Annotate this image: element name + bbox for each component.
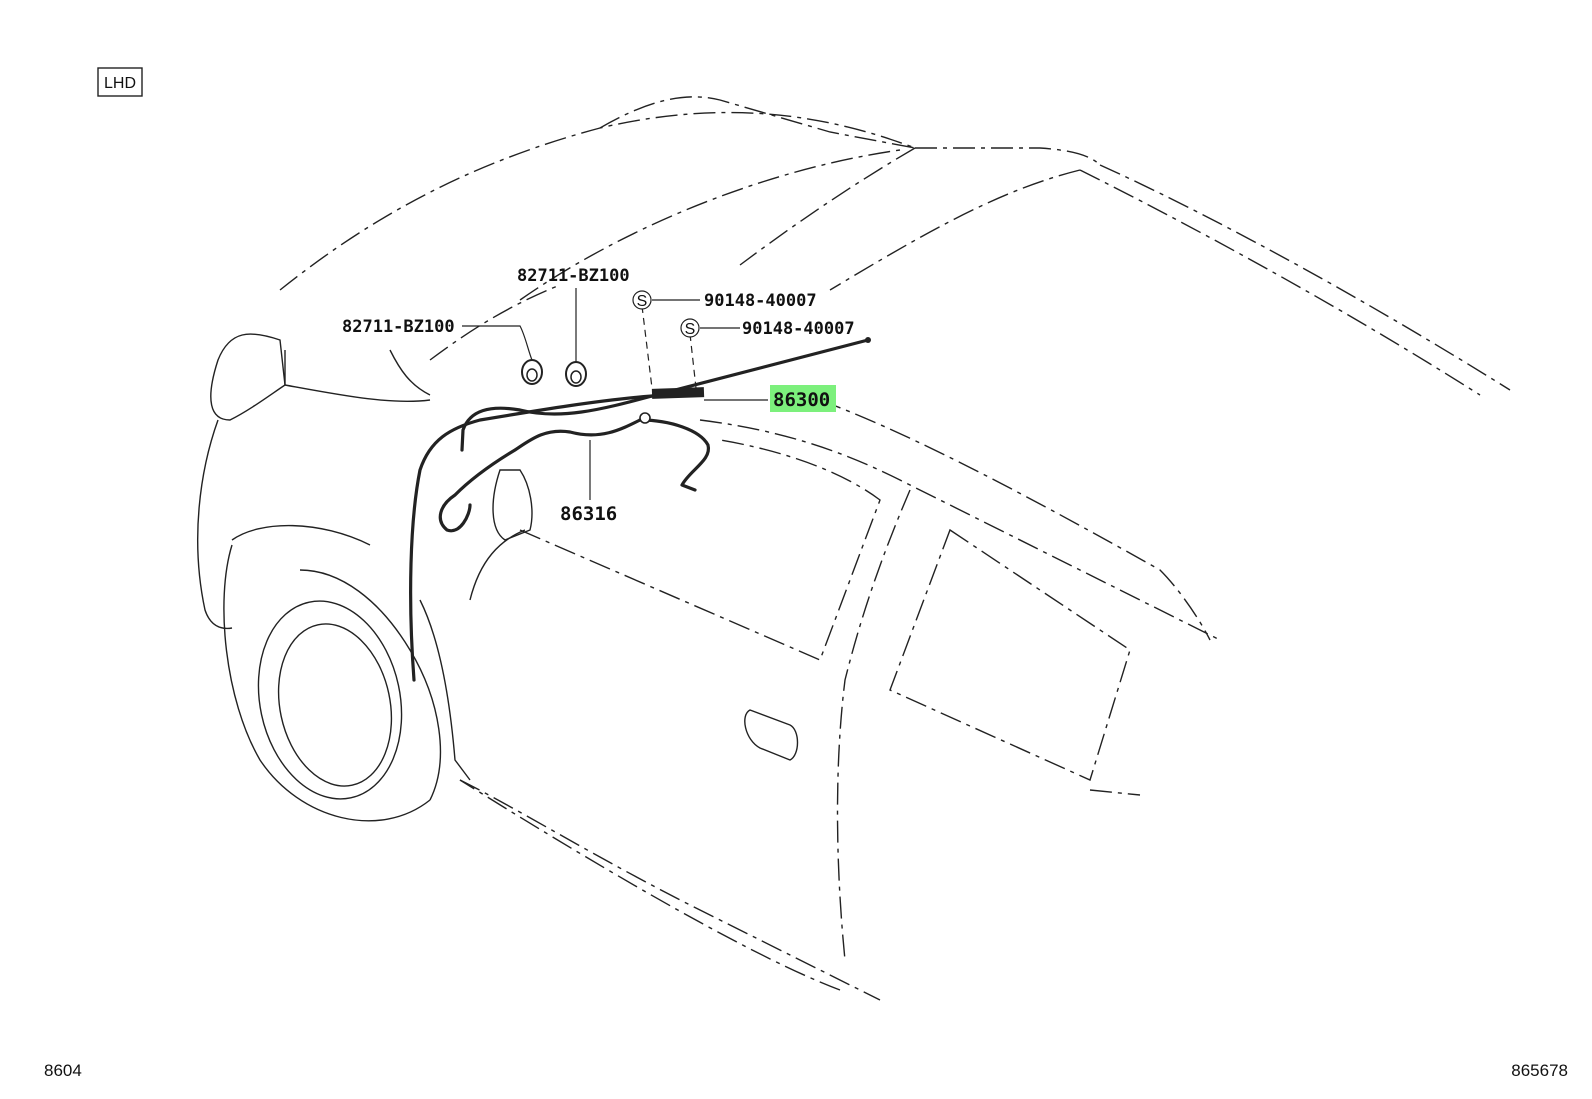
car-body-outline (279, 96, 1511, 1001)
part-label-86316[interactable]: 86316 (560, 503, 617, 525)
clip-82711-left (521, 359, 543, 385)
part-label-90148-lower[interactable]: 90148-40007 (742, 319, 855, 339)
lhd-tag: LHD (97, 67, 143, 97)
s-symbol-1: S (632, 290, 652, 310)
cord-86316 (438, 412, 710, 533)
leader-lines (462, 288, 768, 500)
part-label-82711-right[interactable]: 82711-BZ100 (517, 266, 630, 286)
footer-left-code: 8604 (44, 1061, 82, 1080)
part-label-90148-upper[interactable]: 90148-40007 (704, 291, 817, 311)
clip-82711-right (565, 361, 587, 387)
lhd-text: LHD (104, 75, 136, 92)
part-label-82711-left[interactable]: 82711-BZ100 (342, 317, 455, 337)
footer-right-code: 865678 (1511, 1061, 1568, 1080)
part-label-86300[interactable]: 86300 (773, 389, 830, 411)
front-end-solid (197, 333, 799, 822)
part-label-86300-group[interactable]: 86300 (770, 385, 836, 412)
s-symbol-2: S (680, 318, 700, 338)
svg-text:S: S (637, 293, 648, 310)
svg-text:S: S (685, 321, 696, 338)
antenna-cable-86300 (409, 337, 871, 682)
